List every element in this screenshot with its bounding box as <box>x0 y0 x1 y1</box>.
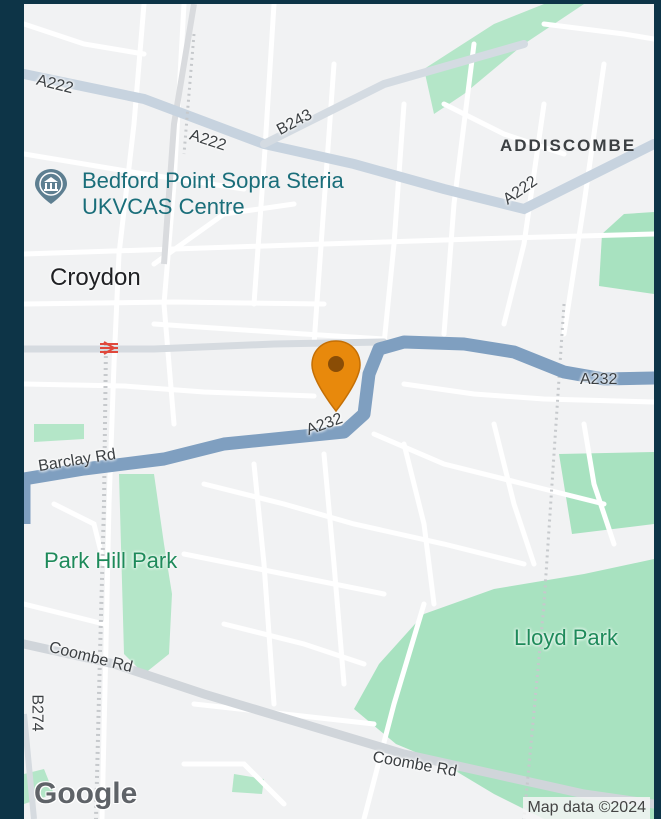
road-label-a232: A232 <box>580 371 618 388</box>
map-base-layer <box>24 4 654 819</box>
b243-road <box>260 40 528 148</box>
google-logo: Google <box>34 777 138 810</box>
b274-road <box>24 713 37 819</box>
road-label-b274: B274 <box>28 694 46 732</box>
minor-roads <box>24 4 654 819</box>
a222-road <box>24 69 654 215</box>
poi-label[interactable]: Bedford Point Sopra Steria UKVCAS Centre <box>82 168 344 219</box>
park-label-lloyd-park: Lloyd Park <box>514 625 618 650</box>
park-areas <box>24 4 654 819</box>
park-label-park-hill: Park Hill Park <box>44 548 178 573</box>
map-canvas[interactable]: A222 A222 B243 A222 ADDISCOMBE Bedford P… <box>24 4 654 819</box>
a232-road <box>24 335 654 486</box>
city-label-croydon: Croydon <box>50 264 141 291</box>
area-label-addiscombe: ADDISCOMBE <box>500 136 637 155</box>
government-building-icon[interactable] <box>32 167 70 205</box>
location-pin-icon[interactable] <box>309 339 363 413</box>
map-attribution[interactable]: Map data ©2024 <box>523 797 650 819</box>
coombe-road <box>24 639 654 809</box>
rail-station-icon[interactable] <box>98 340 120 356</box>
railway-line <box>94 343 108 819</box>
